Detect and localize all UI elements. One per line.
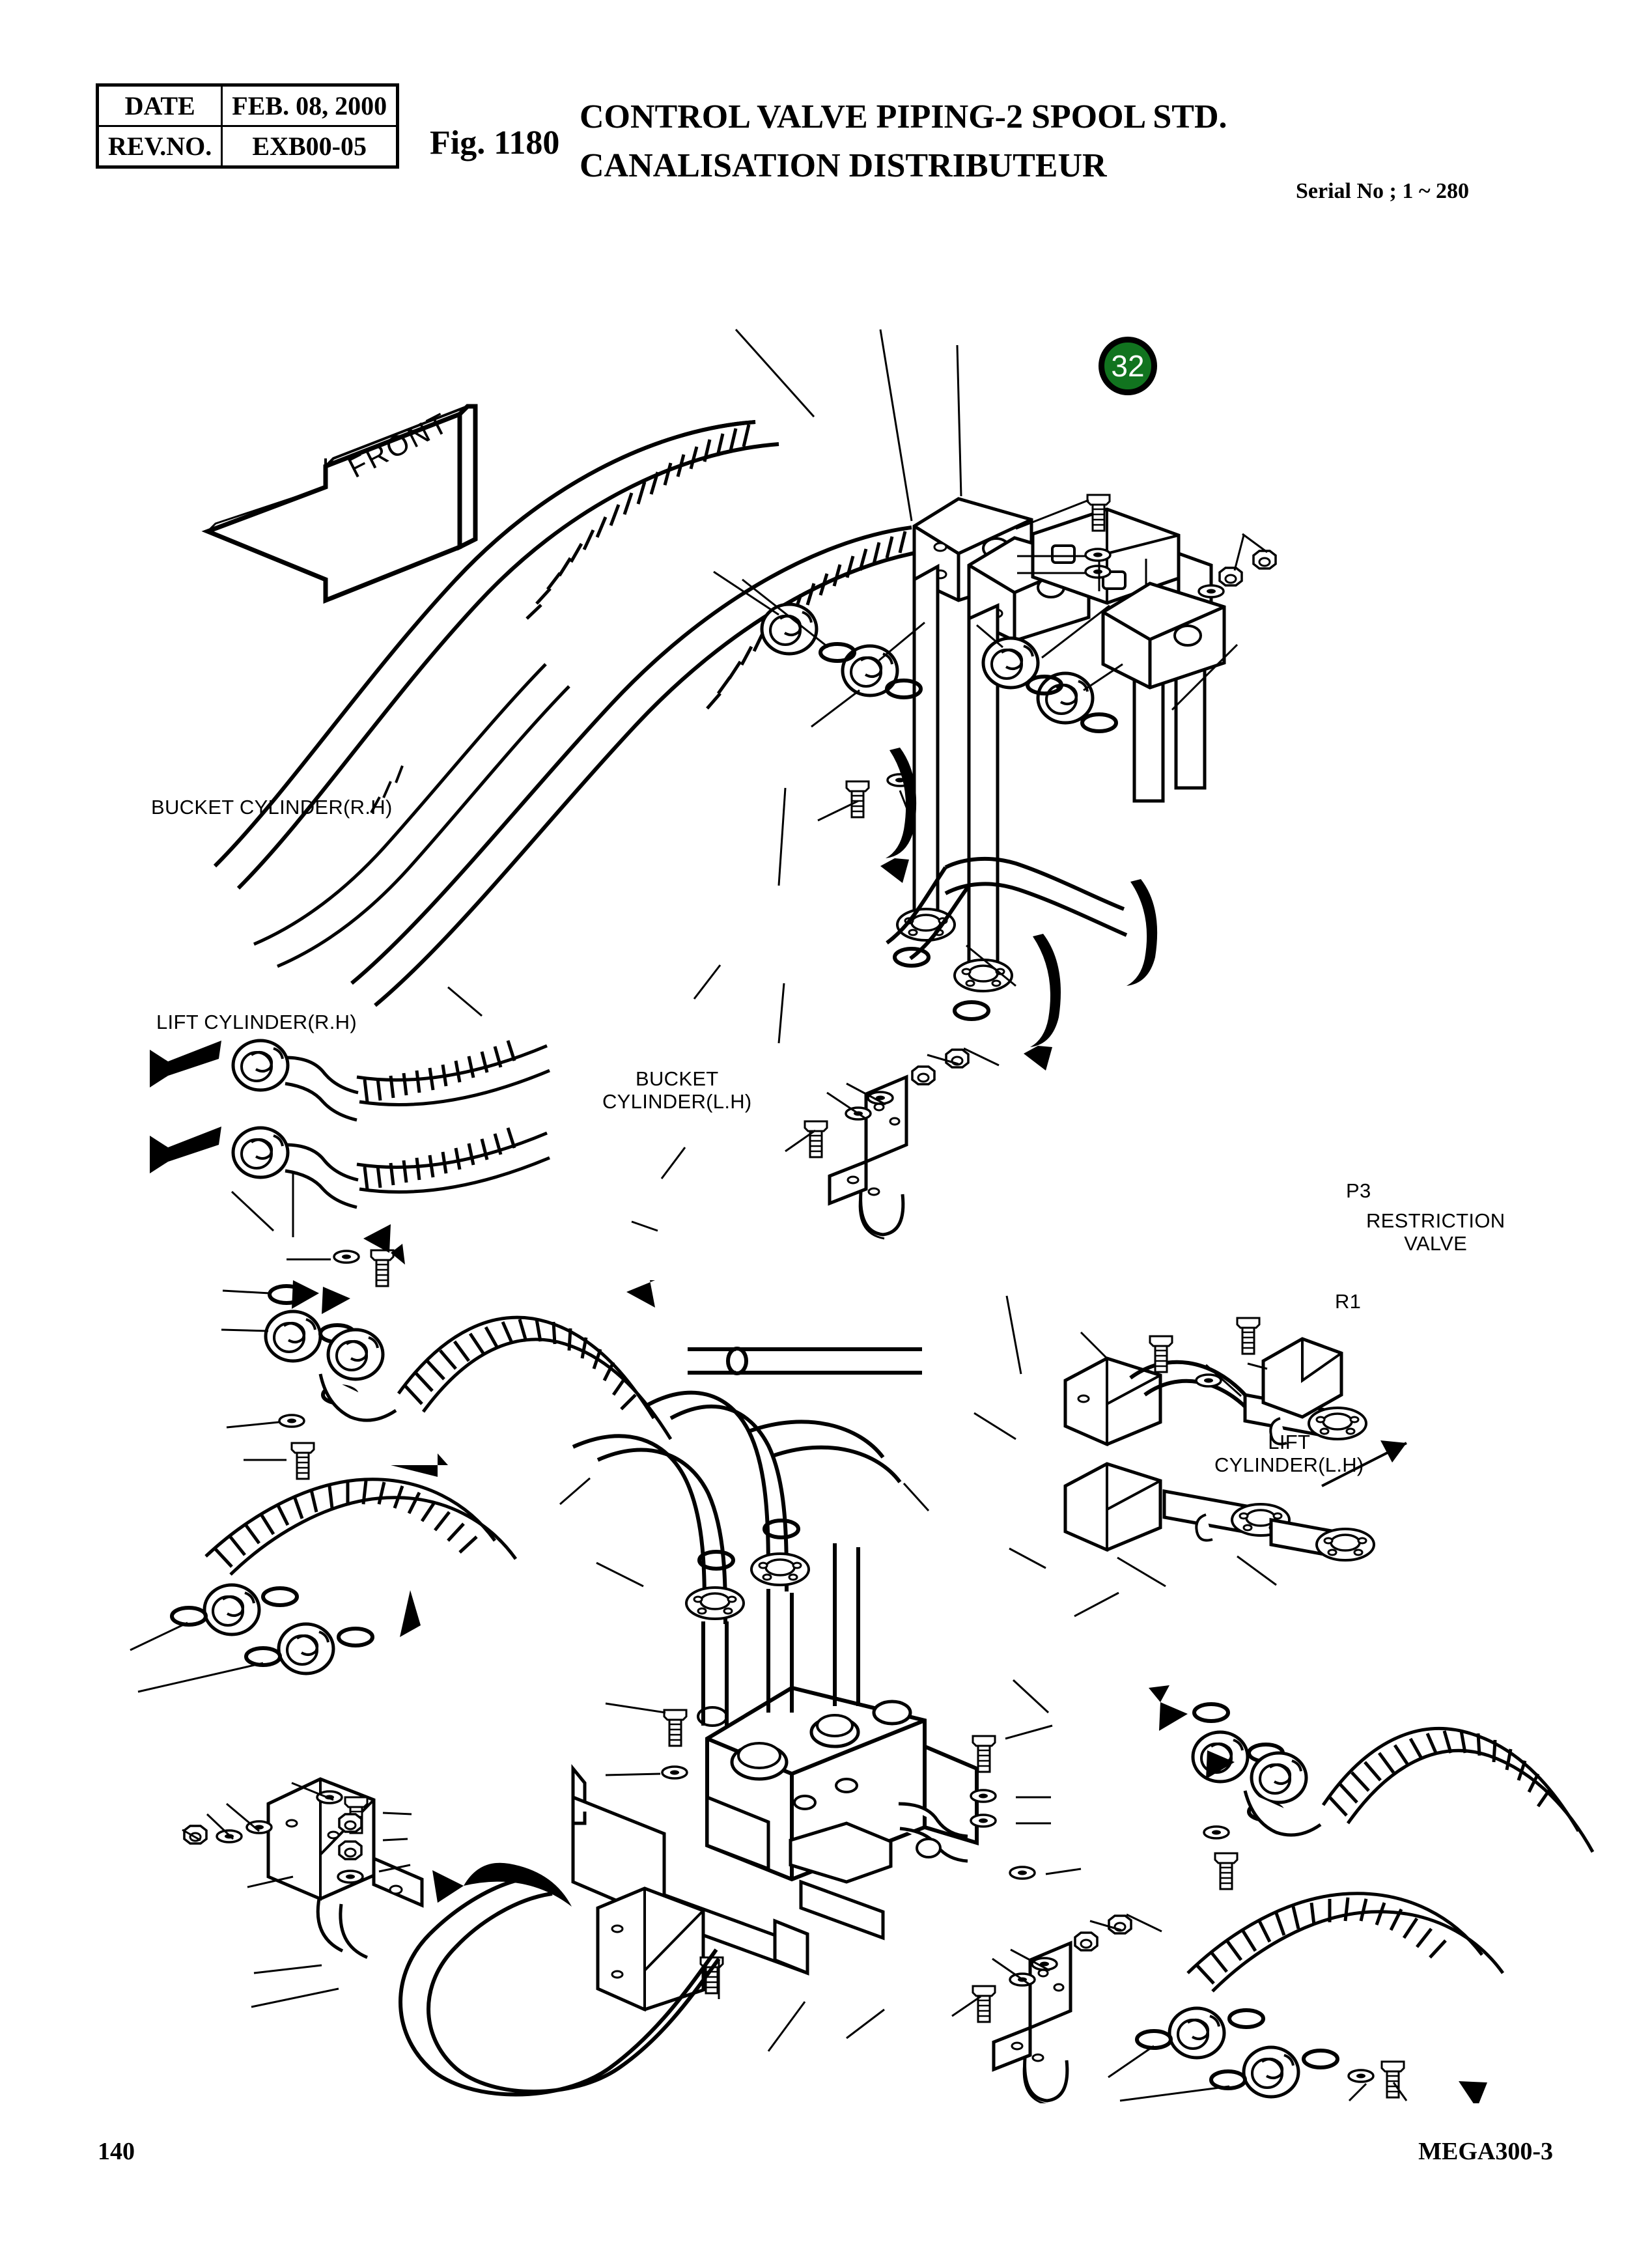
serial-number-note: Serial No ; 1 ~ 280: [1296, 179, 1470, 203]
label-line-2: VALVE: [1404, 1231, 1468, 1255]
part-callout-32[interactable]: 32: [1099, 337, 1157, 395]
hose-end-fittings-left: [130, 1585, 372, 1693]
label-line-2: CYLINDER(L.H): [602, 1089, 752, 1113]
label-line-1: RESTRICTION: [1366, 1209, 1505, 1232]
center-pipe-runs: [572, 1390, 902, 1625]
date-label: DATE: [96, 84, 223, 127]
label-bucket-cylinder-rh: BUCKET CYLINDER(R.H): [151, 796, 393, 819]
page-number: 140: [98, 2138, 135, 2165]
label-line-1: LIFT: [1268, 1431, 1311, 1453]
technical-illustration: [0, 215, 1652, 2103]
label-bucket-cylinder-lh: BUCKET CYLINDER(L.H): [602, 1067, 752, 1113]
hose-end-fittings-right: [1108, 2008, 1408, 2102]
table-row: REV.NO. EXB00-05: [96, 125, 399, 168]
label-port-p3: P3: [1346, 1179, 1371, 1202]
label-port-r1: R1: [1335, 1290, 1362, 1313]
tube-loop-left: [399, 1875, 721, 2097]
label-lift-cylinder-lh: LIFT CYLINDER(L.H): [1214, 1431, 1364, 1476]
horizontal-pipe-mid: [688, 1347, 923, 1375]
cylinder-port-rh-lower: [150, 1127, 550, 1287]
valve-mounting-base: [571, 1763, 885, 2012]
control-valve-body: [605, 1685, 1082, 1884]
page-title-line-1: CONTROL VALVE PIPING-2 SPOOL STD.: [580, 98, 1227, 135]
restriction-valve-assembly: [1063, 1317, 1366, 1447]
restriction-valve-r1-assembly: [1063, 1462, 1374, 1588]
elbow-tee-center: [886, 856, 1128, 960]
hardware-group-upper-left: [713, 570, 925, 822]
hose-assembly-left-lower: [130, 1286, 673, 1693]
manifold-block-right: [1101, 582, 1226, 690]
leader-lines: [447, 328, 1239, 2039]
table-row: DATE FEB. 08, 2000: [96, 84, 399, 127]
label-line-2: CYLINDER(L.H): [1214, 1453, 1364, 1476]
revno-label: REV.NO.: [96, 125, 223, 168]
restriction-valve-pointer-arrow: [1321, 1440, 1407, 1487]
figure-number: Fig. 1180: [430, 124, 560, 161]
front-direction-arrow: [201, 404, 478, 604]
assembly-arrow-bottom-left: [432, 1862, 572, 1907]
hardware-group-right: [976, 624, 1123, 731]
mount-bracket-callout-32: [1015, 494, 1277, 659]
model-number: MEGA300-3: [1418, 2138, 1553, 2165]
label-line-1: BUCKET: [636, 1067, 719, 1090]
clamp-bracket-center-upper: [785, 1047, 1000, 1239]
page-title-line-2: CANALISATION DISTRIBUTEUR: [580, 147, 1107, 184]
direction-arrows-right-hose: [1149, 1685, 1487, 2103]
date-value: FEB. 08, 2000: [221, 84, 399, 127]
cylinder-port-rh-upper: [150, 1041, 550, 1122]
lower-center-tubes: [686, 1520, 860, 1726]
hose-assembly-right-lower: [1108, 1685, 1595, 2103]
hose-assembly-upper-left: [213, 420, 779, 968]
small-direction-arrows: [292, 1224, 655, 1637]
revno-value: EXB00-05: [221, 125, 399, 168]
label-restriction-valve: RESTRICTION VALVE: [1366, 1209, 1505, 1255]
assembly-direction-arrows: [880, 748, 1158, 1071]
revision-table: DATE FEB. 08, 2000 REV.NO. EXB00-05: [96, 83, 400, 169]
exploded-view-svg: [130, 328, 1595, 2103]
clamp-bracket-bottom-right: [951, 1913, 1162, 2103]
clamp-bracket-bottom-left: [182, 1777, 424, 2008]
label-lift-cylinder-rh: LIFT CYLINDER(R.H): [156, 1011, 357, 1033]
